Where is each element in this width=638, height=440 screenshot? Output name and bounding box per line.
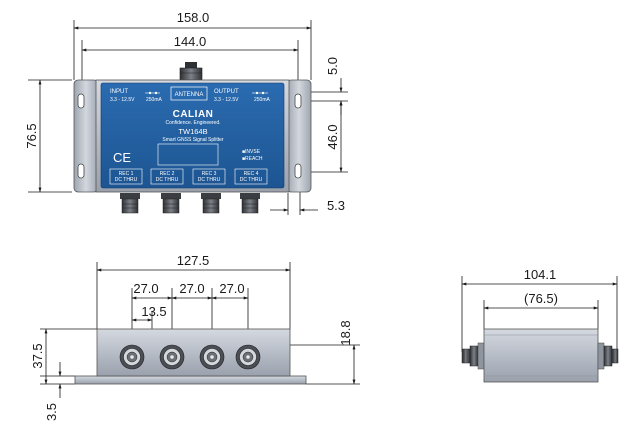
label-power-in: INPUT 3.3 - 12.5V 250mA <box>110 89 163 103</box>
bottom-connectors <box>120 193 260 214</box>
front-connectors <box>119 344 261 370</box>
mount-slot <box>77 93 85 109</box>
dim-overall-height: 76.5 <box>24 123 39 148</box>
rec-port-labels: REC 1 DC THRU REC 2 DC THRU REC 3 DC THR… <box>109 168 268 185</box>
brand-tagline: Confidence. Engineered. <box>165 120 220 126</box>
rec-3-label: REC 3 <box>202 171 217 177</box>
front-view: 127.5 27.0 27.0 27.0 13.5 37.5 18.8 3.5 <box>30 253 360 421</box>
front-connector-2 <box>159 344 185 370</box>
dim-side-overall: 104.1 <box>524 267 557 282</box>
front-flange <box>74 375 307 385</box>
antenna-connector <box>179 62 203 81</box>
dim-pitch-1: 27.0 <box>133 281 158 296</box>
rec-2-label: REC 2 <box>160 171 175 177</box>
side-view: 104.1 (76.5) <box>461 267 619 383</box>
dim-pitch-2: 27.0 <box>179 281 204 296</box>
rec-box-3 <box>192 168 226 185</box>
label-antenna: ANTENNA <box>175 92 204 98</box>
dim-front-height: 37.5 <box>30 343 45 368</box>
status-a: ■INVSE <box>242 149 261 155</box>
brand-logo-text: CALIAN <box>173 109 214 120</box>
connector-rec-4 <box>240 193 260 214</box>
blank-label-area <box>157 143 219 166</box>
rec-2-sub: DC THRU <box>156 177 179 183</box>
right-flange <box>286 79 312 193</box>
left-flange <box>73 79 99 193</box>
rec-1-sub: DC THRU <box>115 177 138 183</box>
rec-box-4 <box>234 168 268 185</box>
dim-flange-thickness: 3.5 <box>44 403 59 421</box>
status-b: ■REACH <box>242 156 263 162</box>
rec-box-2 <box>150 168 184 185</box>
dim-front-width: 127.5 <box>177 253 210 268</box>
rec-3-sub: DC THRU <box>198 177 221 183</box>
connector-rec-3 <box>201 193 221 214</box>
mount-slot <box>294 163 302 179</box>
label-power-out: OUTPUT 3.3 - 12.5V 250mA <box>214 89 271 103</box>
dim-hole-spacing: 144.0 <box>174 34 207 49</box>
label-input-spec: 3.3 - 12.5V <box>110 97 135 103</box>
side-connector-right <box>597 342 619 370</box>
dim-center-height: 18.8 <box>338 320 353 345</box>
mount-slot <box>77 163 85 179</box>
rec-box-1 <box>109 168 143 185</box>
antenna-box <box>170 86 208 101</box>
dim-overall-width: 158.0 <box>177 10 210 25</box>
ce-mark: CE <box>113 150 131 165</box>
rec-4-label: REC 4 <box>244 171 259 177</box>
dim-half-pitch: 13.5 <box>141 304 166 319</box>
dim-pitch-3: 27.0 <box>219 281 244 296</box>
dim-side-body: (76.5) <box>524 291 558 306</box>
label-output-spec: 3.3 - 12.5V <box>214 97 239 103</box>
front-dimension-lines <box>44 268 356 398</box>
front-connector-4 <box>235 344 261 370</box>
side-connector-left <box>461 342 485 370</box>
rec-4-sub: DC THRU <box>240 177 263 183</box>
product-label <box>100 82 285 189</box>
dim-right-b: 46.0 <box>325 124 340 149</box>
side-extension-lines <box>461 276 618 352</box>
mount-slot <box>294 93 302 109</box>
side-dimension-lines <box>461 282 618 310</box>
model-number: TW164B <box>178 127 207 136</box>
top-view: 158.0 144.0 76.5 5.0 46.0 5.3 INPUT <box>24 10 348 215</box>
top-dimension-lines <box>38 26 343 212</box>
front-connector-3 <box>199 344 225 370</box>
dim-right-c: 5.3 <box>327 198 345 213</box>
side-body <box>483 328 599 383</box>
label-output: OUTPUT <box>214 89 239 95</box>
rec-1-label: REC 1 <box>119 171 134 177</box>
label-input: INPUT <box>110 89 128 95</box>
front-connector-1 <box>119 344 145 370</box>
label-input-current: 250mA <box>146 97 163 103</box>
connector-rec-1 <box>120 193 140 214</box>
model-description: Smart GNSS Signal Splitter <box>162 137 223 143</box>
connector-rec-2 <box>161 193 181 214</box>
label-output-current: 250mA <box>254 97 271 103</box>
dim-right-a: 5.0 <box>325 57 340 75</box>
